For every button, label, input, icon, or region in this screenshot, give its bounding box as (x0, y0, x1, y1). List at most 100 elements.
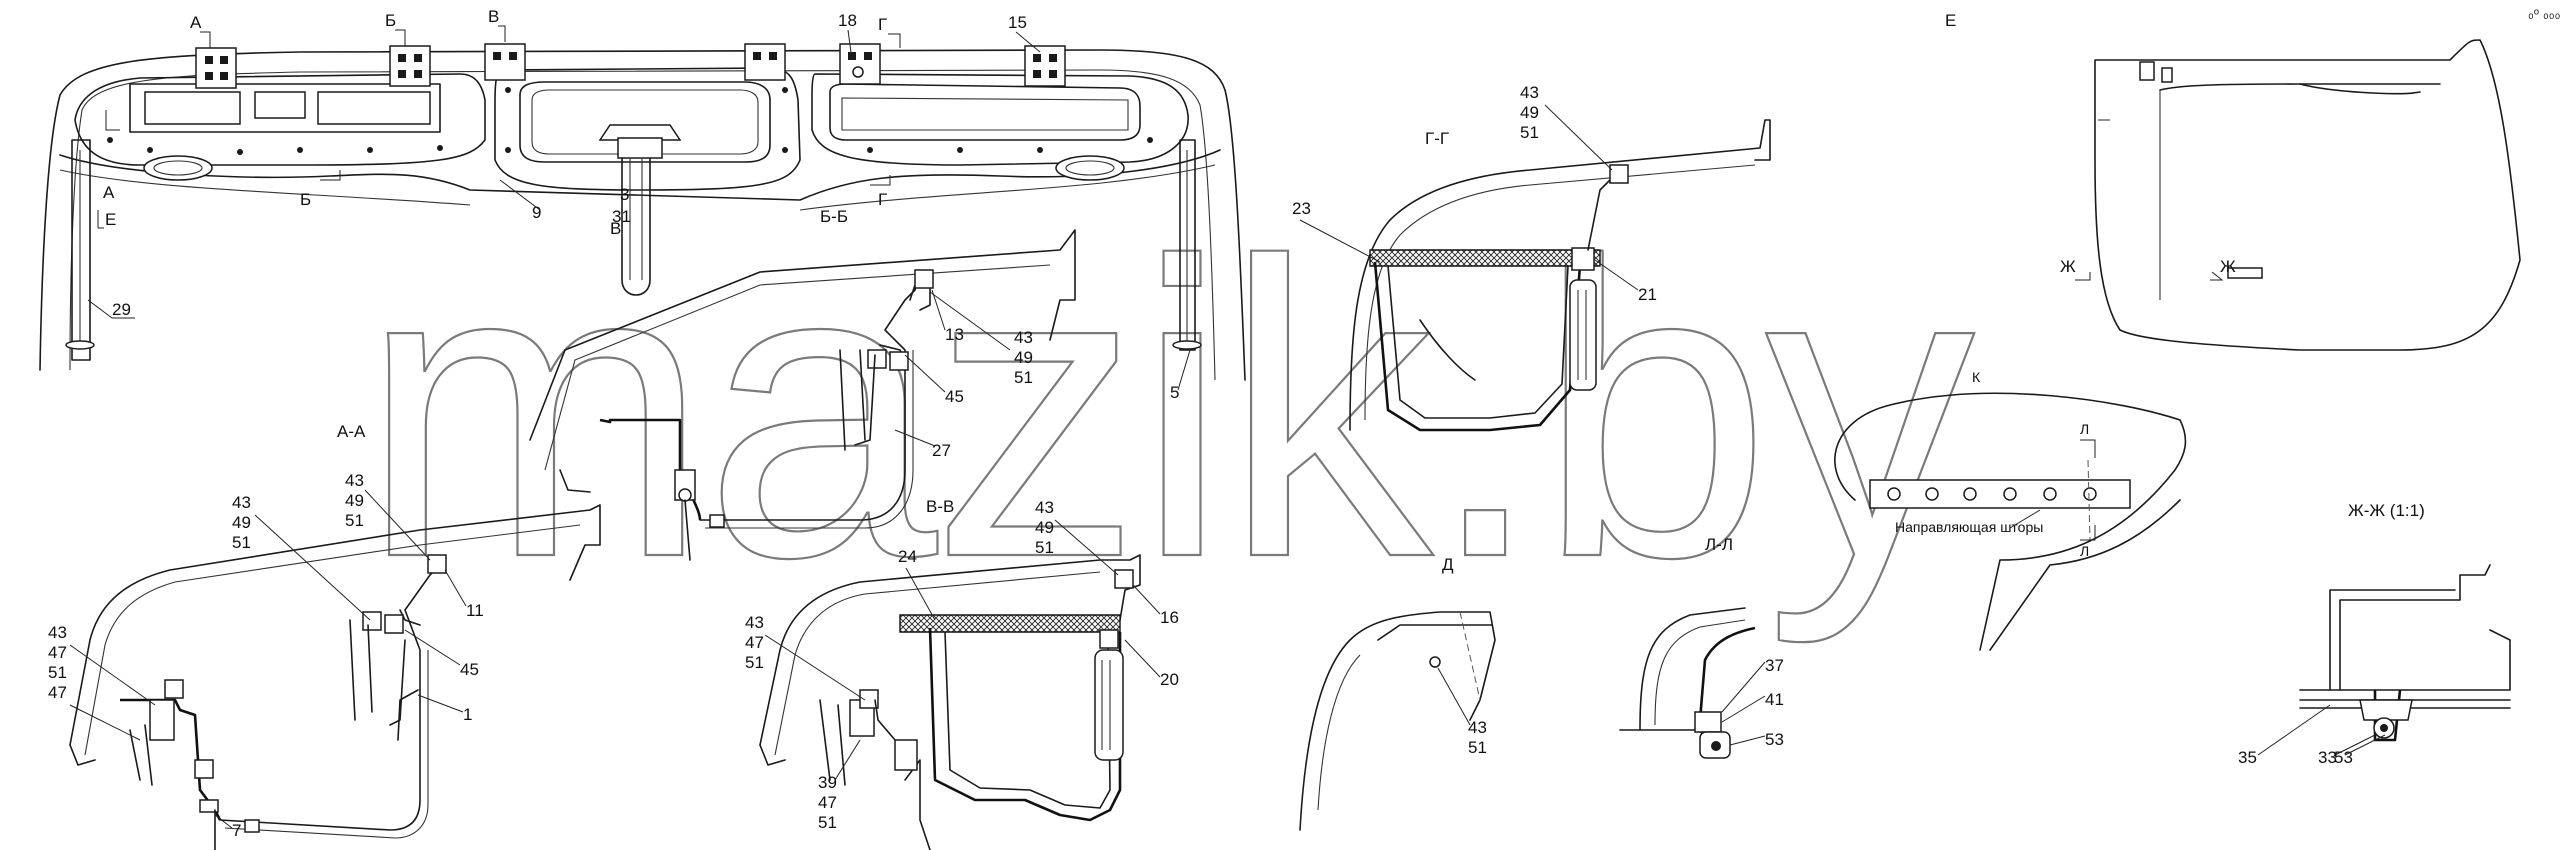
svg-text:47: 47 (745, 633, 764, 652)
svg-text:45: 45 (945, 387, 964, 406)
svg-text:А: А (103, 183, 115, 202)
watermark: mazik.by (360, 176, 1975, 647)
svg-text:Направляющая шторы: Направляющая шторы (1895, 519, 2043, 535)
svg-text:35: 35 (2238, 748, 2257, 767)
section-bb: Б-Б (529, 207, 1076, 561)
section-ll: Л-Л (1619, 535, 1756, 759)
section-aa: А-А (69, 422, 601, 850)
front-view-headliner (39, 43, 1246, 381)
section-vv: В-В (759, 497, 1141, 850)
svg-text:51: 51 (1014, 368, 1033, 387)
svg-text:43: 43 (1520, 83, 1539, 102)
svg-text:53: 53 (1765, 730, 1784, 749)
section-vv-callouts: 43 49 51 16 20 24 43 47 51 39 47 51 (745, 498, 1179, 832)
svg-text:В: В (488, 7, 499, 26)
section-zhzh-callouts: 35 33 53 (2238, 704, 2386, 767)
svg-text:К: К (1972, 369, 1981, 385)
svg-text:Б: Б (300, 190, 311, 209)
svg-text:20: 20 (1160, 670, 1179, 689)
svg-text:Ж: Ж (2060, 257, 2076, 276)
svg-text:43: 43 (48, 623, 67, 642)
fastener-dots (107, 87, 1153, 155)
svg-text:43: 43 (1014, 328, 1033, 347)
view-d: Д (1299, 555, 1496, 831)
svg-text:3: 3 (620, 185, 629, 204)
svg-text:31: 31 (612, 207, 631, 226)
svg-text:В: В (610, 219, 621, 238)
svg-text:18: 18 (838, 11, 857, 30)
svg-text:Ж: Ж (2220, 257, 2236, 276)
svg-text:33: 33 (2318, 748, 2337, 767)
front-view-callouts: 18 15 9 3 31 29 5 (87, 11, 1191, 402)
svg-text:47: 47 (48, 643, 67, 662)
svg-text:23: 23 (1292, 199, 1311, 218)
svg-text:7: 7 (232, 821, 241, 840)
svg-text:45: 45 (460, 660, 479, 679)
svg-text:43: 43 (1035, 498, 1054, 517)
svg-text:51: 51 (818, 813, 837, 832)
svg-text:39: 39 (818, 773, 837, 792)
svg-text:А: А (190, 13, 202, 32)
svg-text:49: 49 (1035, 518, 1054, 537)
section-zhzh: Ж-Ж (1:1) (2299, 501, 2511, 742)
svg-text:51: 51 (1468, 738, 1487, 757)
svg-text:21: 21 (1638, 285, 1657, 304)
svg-text:47: 47 (818, 793, 837, 812)
svg-text:А-А: А-А (337, 422, 366, 441)
section-ll-callouts: 37 41 53 (1721, 656, 1784, 749)
svg-text:В-В: В-В (926, 497, 954, 516)
mount-brackets (195, 43, 1066, 89)
view-e: Е Ж Ж (1945, 11, 2521, 351)
svg-text:Д: Д (1442, 555, 1454, 574)
svg-text:49: 49 (1520, 103, 1539, 122)
svg-text:24: 24 (898, 547, 917, 566)
svg-text:1: 1 (463, 705, 472, 724)
svg-text:16: 16 (1160, 608, 1179, 627)
svg-text:Ж-Ж (1:1): Ж-Ж (1:1) (2348, 501, 2425, 520)
section-aa-callouts: 43 49 51 43 49 51 11 45 1 43 47 51 47 7 (48, 471, 484, 840)
svg-text:41: 41 (1765, 690, 1784, 709)
svg-text:51: 51 (48, 663, 67, 682)
front-view-cut-marks: А Б В Г А Б В Г Е (97, 7, 901, 238)
svg-text:Л-Л: Л-Л (1705, 535, 1733, 554)
svg-text:5: 5 (1170, 383, 1179, 402)
svg-text:15: 15 (1008, 13, 1027, 32)
svg-text:13: 13 (945, 325, 964, 344)
svg-text:49: 49 (1014, 348, 1033, 367)
svg-text:9: 9 (532, 203, 541, 222)
svg-text:29: 29 (112, 300, 131, 319)
svg-text:51: 51 (232, 533, 251, 552)
section-bb-callouts: 13 43 49 51 45 27 (894, 289, 1033, 460)
svg-text:51: 51 (745, 653, 764, 672)
svg-text:Е: Е (105, 210, 116, 229)
svg-text:43: 43 (232, 493, 251, 512)
svg-text:Г: Г (878, 15, 887, 34)
svg-text:49: 49 (232, 513, 251, 532)
section-gg-callouts: 43 49 51 23 21 (1292, 83, 1657, 304)
svg-text:49: 49 (345, 491, 364, 510)
svg-text:Г: Г (878, 190, 887, 209)
svg-text:Л: Л (2080, 421, 2089, 437)
svg-text:51: 51 (345, 511, 364, 530)
svg-text:51: 51 (1035, 538, 1054, 557)
svg-text:27: 27 (932, 441, 951, 460)
svg-text:47: 47 (48, 683, 67, 702)
svg-text:43: 43 (1468, 718, 1487, 737)
svg-text:₀ᵒ ₀₀₀: ₀ᵒ ₀₀₀ (2528, 5, 2561, 21)
svg-text:11: 11 (466, 601, 484, 620)
view-d-callouts: 43 51 (1437, 667, 1487, 757)
svg-text:Б-Б: Б-Б (820, 207, 848, 226)
svg-text:Е: Е (1945, 11, 1956, 30)
section-gg: Г-Г (1349, 119, 1771, 432)
corner-marks: ₀ᵒ ₀₀₀ (2528, 5, 2561, 21)
svg-text:43: 43 (345, 471, 364, 490)
svg-text:43: 43 (745, 613, 764, 632)
view-k: К Л Л Направляющая шторы (1834, 369, 2187, 651)
svg-text:Г-Г: Г-Г (1425, 129, 1449, 148)
svg-text:51: 51 (1520, 123, 1539, 142)
svg-text:Б: Б (385, 11, 396, 30)
svg-text:37: 37 (1765, 656, 1784, 675)
svg-text:53: 53 (2334, 748, 2353, 767)
svg-text:Л: Л (2080, 543, 2089, 559)
